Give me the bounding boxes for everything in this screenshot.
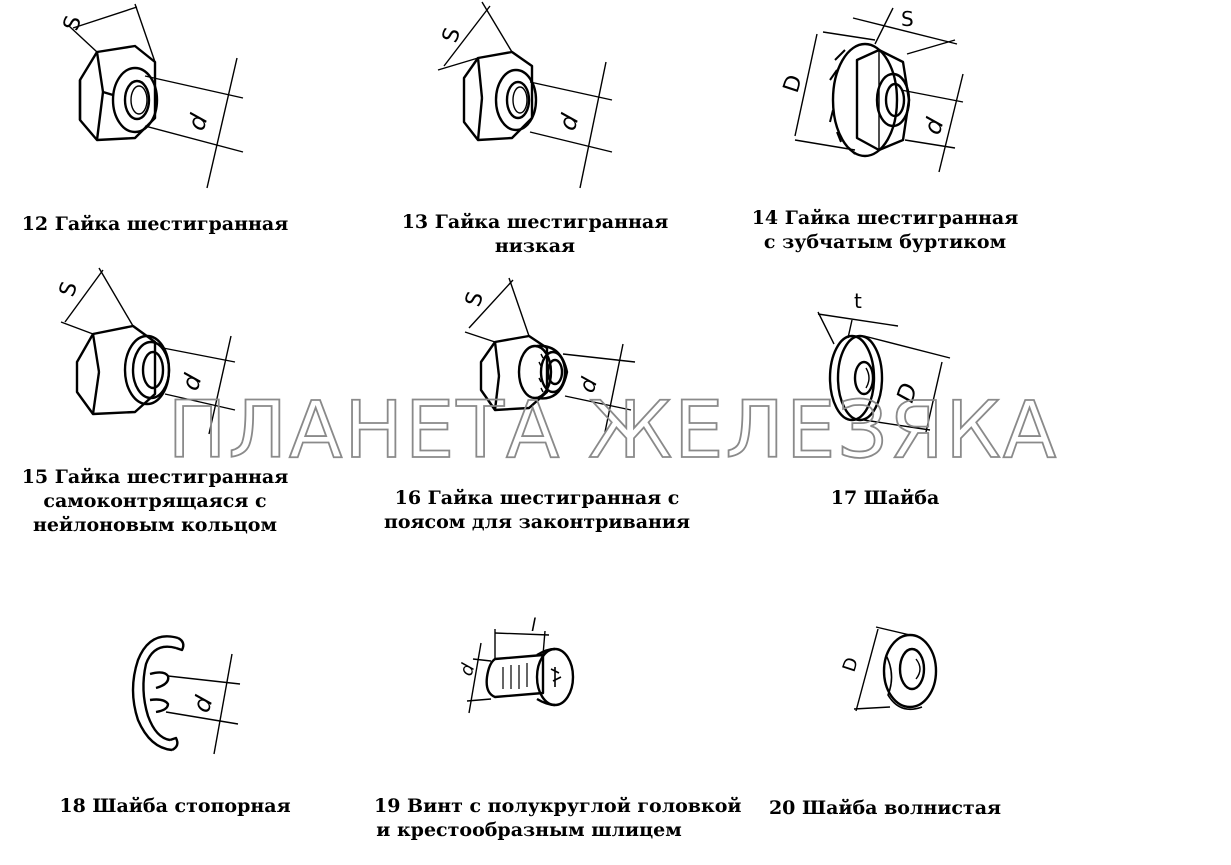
- dim-s-label: S: [461, 289, 489, 310]
- washer-drawing-17: t D: [817, 289, 951, 433]
- hex-nut-drawing-12: S d: [59, 3, 244, 189]
- dim-t-label: t: [854, 289, 862, 313]
- screw-cross-slot-drawing-19: l d: [456, 615, 575, 714]
- caption-16: 16 Гайка шестигранная с поясом для закон…: [383, 487, 691, 533]
- dim-s-label: S: [55, 279, 83, 300]
- wave-washer-drawing-20: D: [839, 626, 938, 712]
- caption-12: 12 Гайка шестигранная: [21, 213, 289, 235]
- lock-washer-drawing-18: d: [131, 635, 241, 755]
- hex-nut-nylon-ring-drawing-15: S d: [55, 267, 236, 435]
- hex-nut-locking-collar-drawing-16: S d: [461, 277, 636, 433]
- dim-d-label: d: [553, 110, 585, 134]
- dim-d-label: d: [918, 114, 950, 138]
- dim-s-label: S: [901, 7, 914, 31]
- caption-19: 19 Винт с полукруглой головкой и крестоо…: [374, 795, 742, 841]
- dim-l-label: l: [531, 615, 536, 636]
- caption-13: 13 Гайка шестигранная низкая: [401, 211, 669, 257]
- caption-18: 18 Шайба стопорная: [59, 795, 291, 817]
- dim-d-label: d: [456, 661, 480, 679]
- dim-s-label: S: [59, 13, 87, 34]
- caption-17: 17 Шайба: [830, 487, 940, 509]
- dim-big-d-label: D: [839, 655, 863, 675]
- caption-14: 14 Гайка шестигранная с зубчатым буртико…: [751, 207, 1019, 253]
- dim-s-label: S: [438, 25, 466, 46]
- dim-big-d-label: D: [779, 72, 808, 96]
- watermark-text: ПЛАНЕТА ЖЕЛЕЗЯКА: [168, 386, 1058, 475]
- caption-20: 20 Шайба волнистая: [768, 797, 1002, 819]
- caption-15: 15 Гайка шестигранная самоконтрящаяся с …: [21, 466, 289, 536]
- hex-nut-toothed-collar-drawing-14: D S d: [779, 7, 964, 173]
- hex-nut-low-drawing-13: S d: [437, 1, 613, 189]
- watermark: ПЛАНЕТА ЖЕЛЕЗЯКА: [168, 385, 1058, 475]
- dim-d-label: d: [182, 110, 214, 134]
- dim-d-label: d: [187, 692, 219, 716]
